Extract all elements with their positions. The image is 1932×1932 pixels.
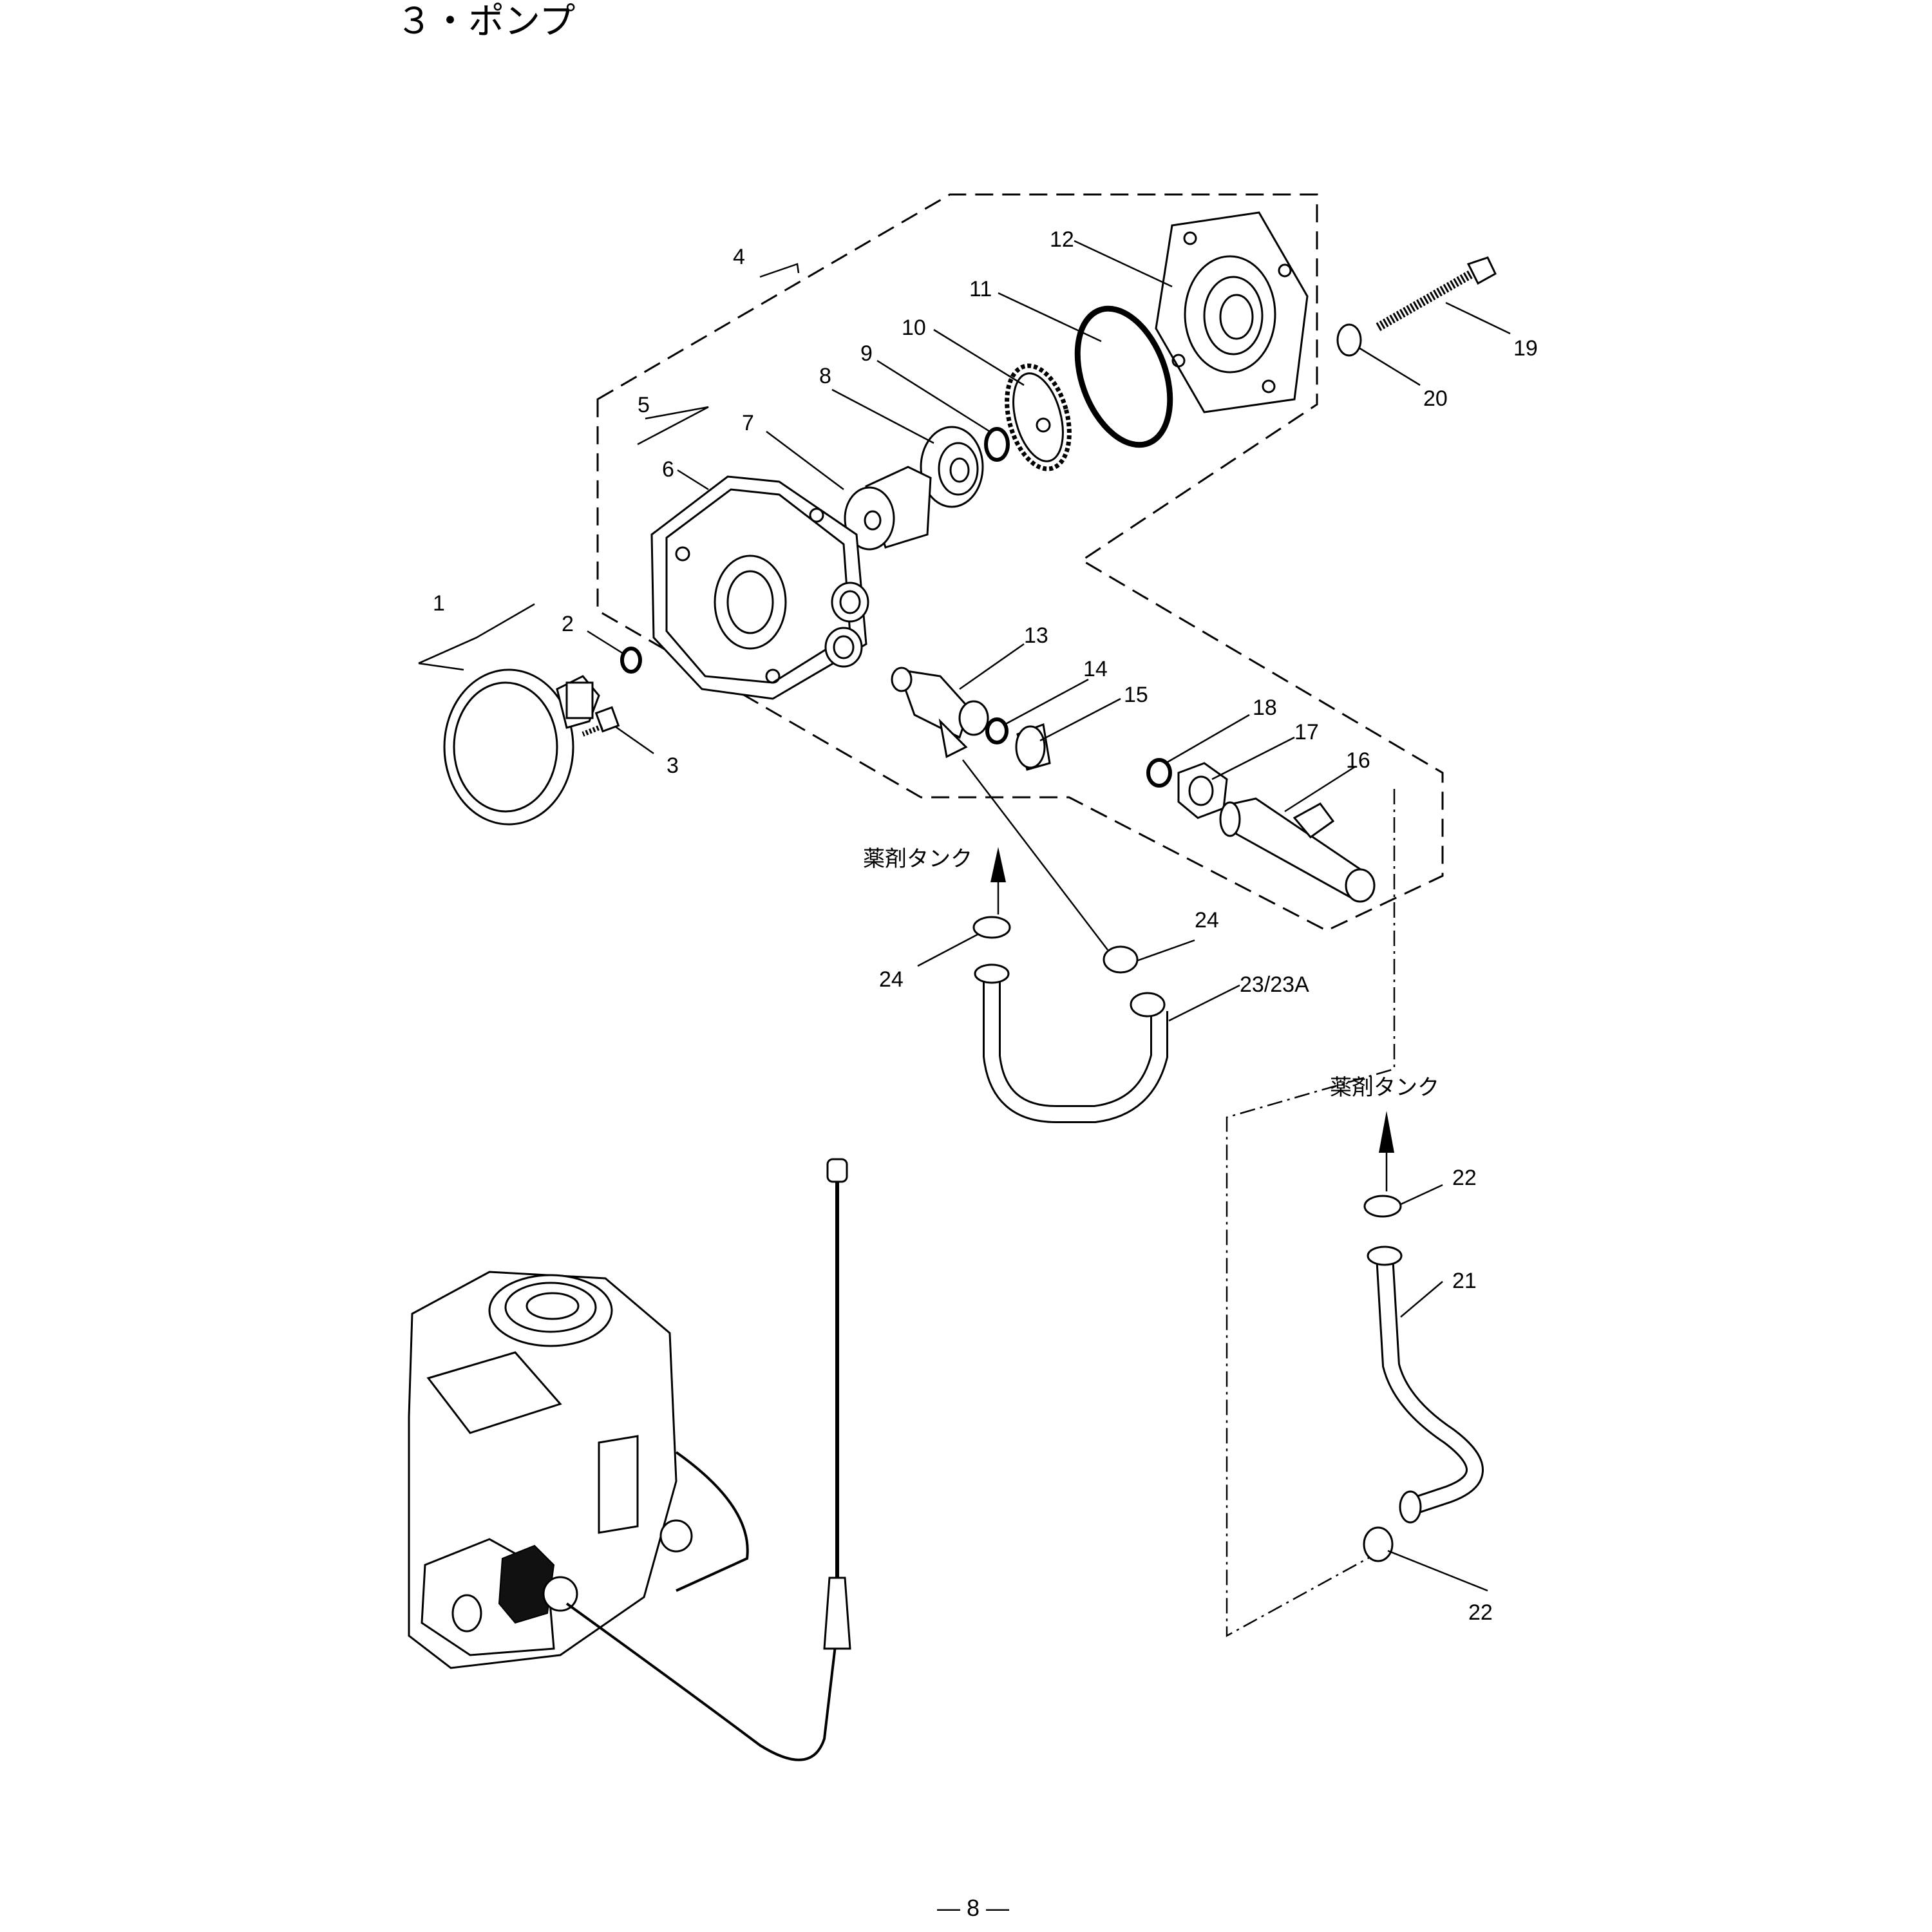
page-title: ３・ポンプ — [396, 1, 575, 43]
label-part-21: 21 — [1452, 1269, 1477, 1293]
label-part-2: 2 — [562, 612, 574, 636]
tank-label-left: 薬剤タンク — [863, 846, 972, 872]
tank-label-right: 薬剤タンク — [1330, 1075, 1439, 1101]
pump-cover-icon — [443, 668, 600, 826]
screw-icon — [582, 706, 620, 737]
label-part-11: 11 — [969, 277, 992, 301]
label-part-8: 8 — [819, 364, 831, 388]
o-ring-11-icon — [1074, 305, 1173, 448]
label-part-20: 20 — [1423, 386, 1448, 411]
o-ring-2-icon — [620, 647, 642, 674]
tank-hose-boundary — [1226, 789, 1396, 1638]
label-part-1: 1 — [433, 591, 445, 616]
label-part-19: 19 — [1513, 336, 1538, 361]
cap-icon — [1015, 723, 1051, 771]
hose-clamp-22a-icon — [1363, 1195, 1402, 1218]
o-ring-18-icon — [1146, 758, 1172, 788]
label-part-14: 14 — [1083, 657, 1108, 681]
label-part-4: 4 — [733, 245, 745, 269]
hose-clamp-24b-icon — [1103, 945, 1139, 974]
hose-clamp-24a-icon — [972, 916, 1011, 939]
label-part-23: 23/23A — [1240, 972, 1309, 997]
joint-icon — [1219, 797, 1376, 903]
pump-case-icon — [650, 475, 869, 700]
label-part-16: 16 — [1346, 748, 1370, 773]
label-part-10: 10 — [902, 316, 926, 340]
page-number: ― 8 ― — [937, 1895, 1009, 1921]
snap-ring-icon — [984, 427, 1010, 462]
piston-icon — [844, 466, 932, 551]
label-part-24-right: 24 — [1195, 908, 1219, 933]
label-part-22-bottom: 22 — [1468, 1600, 1493, 1625]
label-part-22-top: 22 — [1452, 1166, 1477, 1190]
pump-head-icon — [1155, 211, 1309, 413]
packing-icon — [985, 717, 1009, 744]
sprayer-overview-icon — [408, 1158, 851, 1761]
label-part-24-left: 24 — [879, 967, 904, 992]
gear-icon — [1005, 363, 1072, 471]
arrow-up-icon — [990, 847, 1006, 882]
label-part-18: 18 — [1253, 696, 1277, 720]
label-part-9: 9 — [860, 341, 873, 366]
pump-assembly-boundary — [596, 193, 1444, 932]
arrow-up-icon — [1379, 1111, 1394, 1153]
leader-lines — [418, 240, 1511, 1592]
label-part-17: 17 — [1294, 720, 1319, 744]
label-part-5: 5 — [638, 393, 650, 417]
label-part-3: 3 — [667, 753, 679, 778]
hose-clamp-22b-icon — [1363, 1526, 1394, 1562]
nipple-icon — [891, 667, 989, 759]
label-part-15: 15 — [1124, 683, 1148, 707]
nut-icon — [1177, 762, 1228, 819]
label-part-13: 13 — [1024, 623, 1048, 648]
label-part-12: 12 — [1050, 227, 1074, 252]
washer-icon — [1336, 323, 1362, 357]
bolt-icon — [1376, 256, 1497, 332]
bearing-icon — [920, 426, 984, 508]
label-part-7: 7 — [742, 411, 754, 435]
label-part-6: 6 — [662, 457, 674, 482]
